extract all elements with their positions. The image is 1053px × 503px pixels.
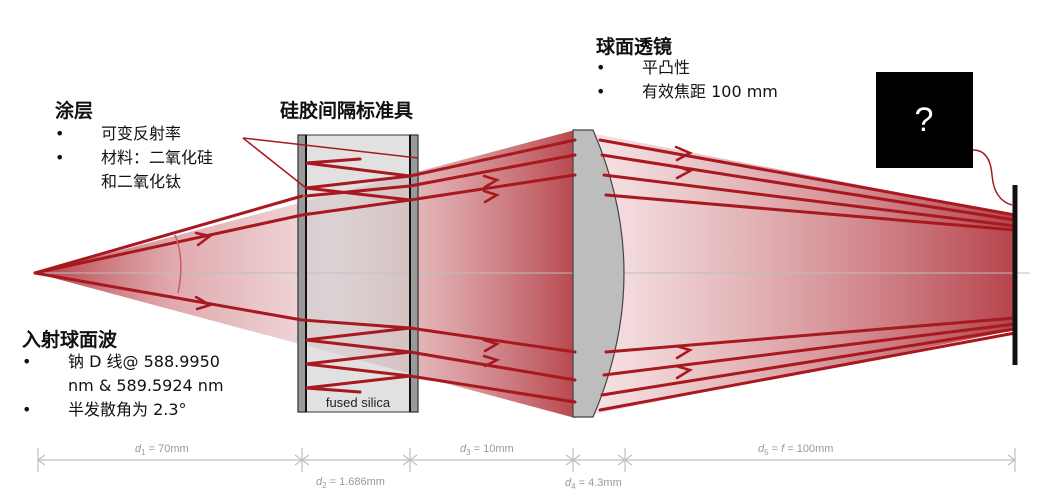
wave-item-sodium-lines-cont: nm & 589.5924 nm (68, 376, 224, 395)
coating-title: 涂层 (55, 100, 94, 122)
lens-list: 平凸性 有效焦距 100 mm (596, 56, 778, 104)
half-angle-arc (174, 234, 182, 294)
ray-direction-arrows (194, 145, 694, 380)
etalon-title: 硅胶间隔标准具 (280, 100, 414, 122)
lens-item-shape: 平凸性 (596, 56, 778, 80)
dimension-lines (36, 448, 1017, 472)
wave-item-sodium-lines: 钠 D 线@ 588.9950 (22, 350, 224, 374)
etalon-material-label: fused silica (326, 395, 391, 410)
coating-pointer-lines (242, 137, 419, 189)
lens-item-focal-length: 有效焦距 100 mm (596, 80, 778, 104)
dim-d1-label: d1 = 70mm (135, 443, 189, 457)
unknown-detector-symbol: ? (915, 101, 934, 139)
wave-title: 入射球面波 (22, 329, 118, 351)
dim-d4-label: d4 = 4.3mm (565, 477, 622, 491)
coating-item-material-cont: 和二氧化钛 (101, 172, 182, 191)
wave-list: 钠 D 线@ 588.9950 nm & 589.5924 nm 半发散角为 2… (22, 350, 224, 422)
detector-connector (972, 149, 1013, 206)
dim-d2-label: d2 = 1.686mm (316, 476, 385, 490)
rays (33, 138, 1017, 412)
coating-item-material: 材料：二氧化硅 (55, 146, 213, 170)
dim-d5-label: d5 = f = 100mm (758, 443, 833, 457)
wave-item-divergence: 半发散角为 2.3° (22, 398, 224, 422)
unknown-detector-box (876, 72, 973, 168)
plano-convex-lens (572, 129, 625, 418)
coating-list: 可变反射率 材料：二氧化硅 和二氧化钛 (55, 122, 213, 194)
coating-item-reflectivity: 可变反射率 (55, 122, 213, 146)
lens-title: 球面透镜 (596, 36, 673, 58)
dim-d3-label: d3 = 10mm (460, 443, 514, 457)
